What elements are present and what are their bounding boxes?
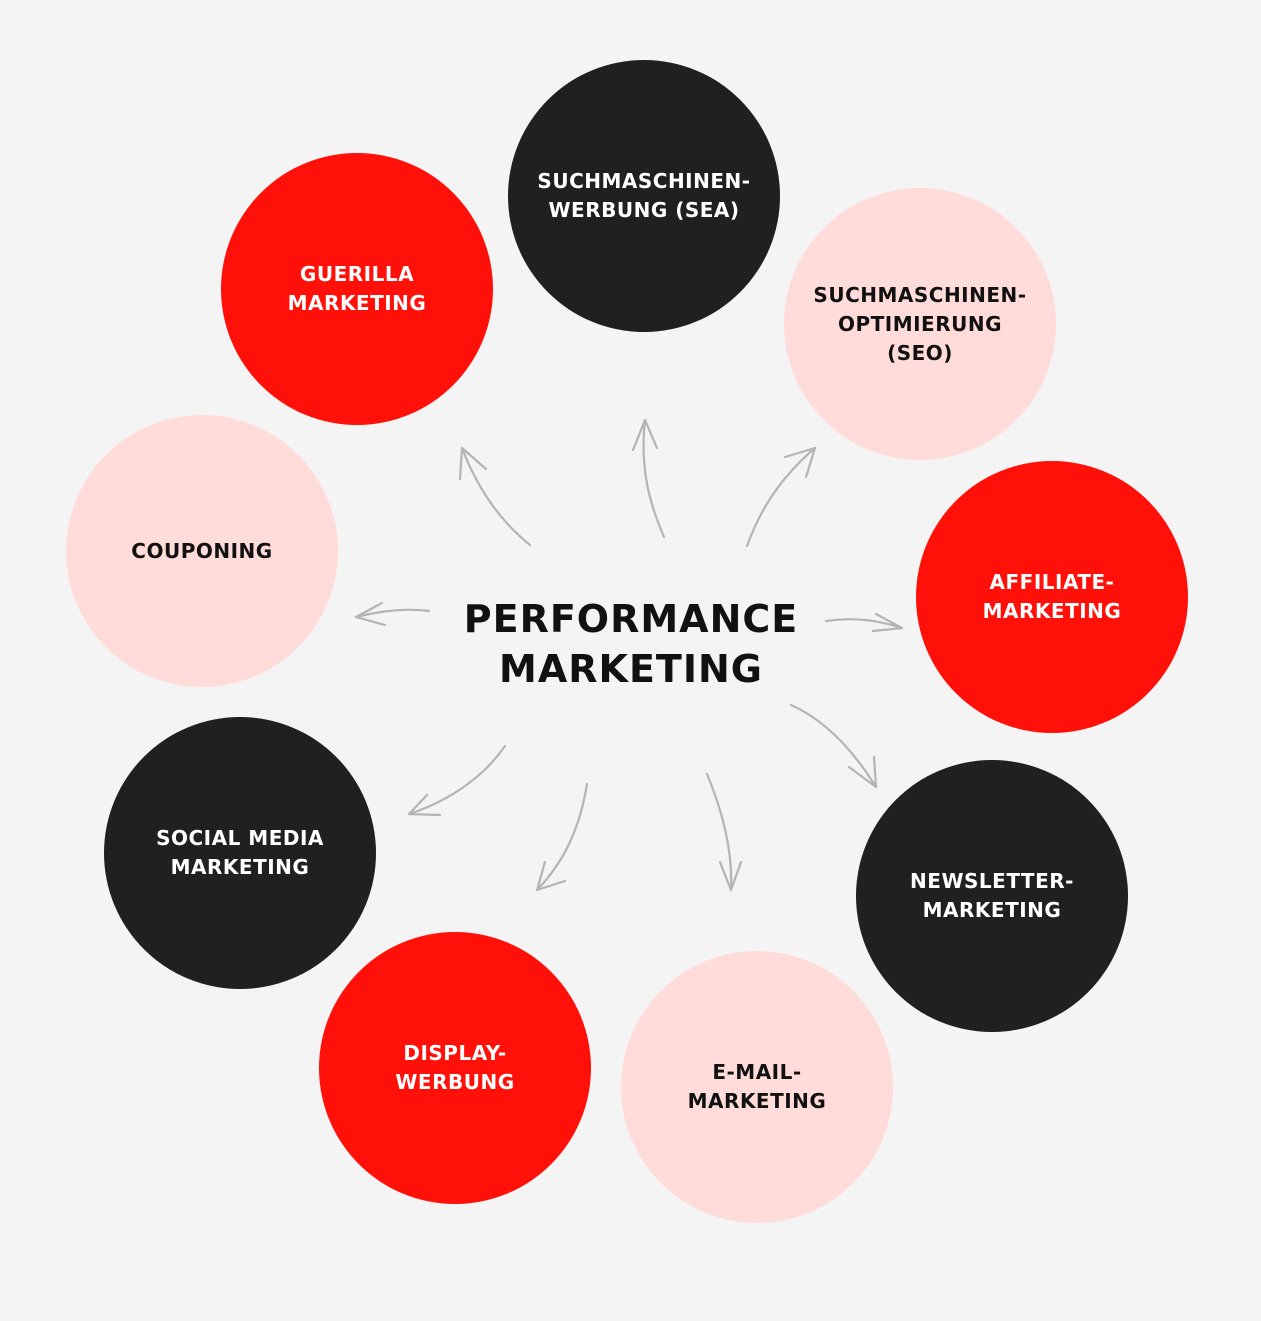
arrow-head-to-sea bbox=[631, 418, 659, 452]
arrow-head-to-social bbox=[407, 793, 442, 817]
arrow-to-newsletter bbox=[789, 703, 878, 789]
node-newsletter-marketing: NEWSLETTER- MARKETING bbox=[856, 760, 1128, 1032]
arrow-head-to-seo bbox=[783, 446, 817, 479]
node-display-label: DISPLAY- WERBUNG bbox=[395, 1041, 515, 1094]
node-seo: SUCHMASCHINEN- OPTIMIERUNG (SEO) bbox=[784, 188, 1056, 460]
node-email-marketing: E-MAIL- MARKETING bbox=[621, 951, 893, 1223]
arrow-head-to-affiliate bbox=[871, 612, 904, 633]
arrow-to-affiliate bbox=[824, 618, 904, 630]
arrow-to-social bbox=[407, 744, 507, 816]
arrow-head-to-guerilla bbox=[458, 446, 488, 481]
node-guerilla-label: GUERILLA MARKETING bbox=[287, 262, 427, 315]
node-couponing-label: COUPONING bbox=[131, 538, 273, 563]
arrow-head-to-newsletter bbox=[847, 755, 878, 789]
node-affiliate-marketing: AFFILIATE- MARKETING bbox=[916, 461, 1188, 733]
arrow-head-to-display bbox=[535, 860, 567, 892]
node-newsletter-label: NEWSLETTER- MARKETING bbox=[910, 869, 1074, 922]
arrow-head-to-couponing bbox=[354, 601, 387, 627]
node-seo-label: SUCHMASCHINEN- OPTIMIERUNG (SEO) bbox=[813, 282, 1027, 365]
node-affiliate-label: AFFILIATE- MARKETING bbox=[982, 570, 1122, 623]
node-sea-label: SUCHMASCHINEN- WERBUNG (SEA) bbox=[537, 169, 751, 222]
arrow-to-display bbox=[535, 782, 589, 892]
node-social-label: SOCIAL MEDIA MARKETING bbox=[156, 826, 324, 879]
center-title: PERFORMANCE MARKETING bbox=[463, 597, 799, 691]
node-display-werbung: DISPLAY- WERBUNG bbox=[319, 932, 591, 1204]
node-email-label: E-MAIL- MARKETING bbox=[687, 1060, 827, 1113]
arrow-to-email bbox=[705, 772, 733, 892]
arrow-to-guerilla bbox=[460, 446, 532, 547]
node-couponing: COUPONING bbox=[66, 415, 338, 687]
arrow-to-sea bbox=[642, 418, 666, 539]
node-social-media-marketing: SOCIAL MEDIA MARKETING bbox=[104, 717, 376, 989]
arrow-to-seo bbox=[745, 446, 817, 548]
arrow-to-couponing bbox=[354, 608, 431, 619]
node-guerilla-marketing: GUERILLA MARKETING bbox=[221, 153, 493, 425]
node-sea: SUCHMASCHINEN- WERBUNG (SEA) bbox=[508, 60, 780, 332]
arrow-head-to-email bbox=[718, 860, 743, 892]
